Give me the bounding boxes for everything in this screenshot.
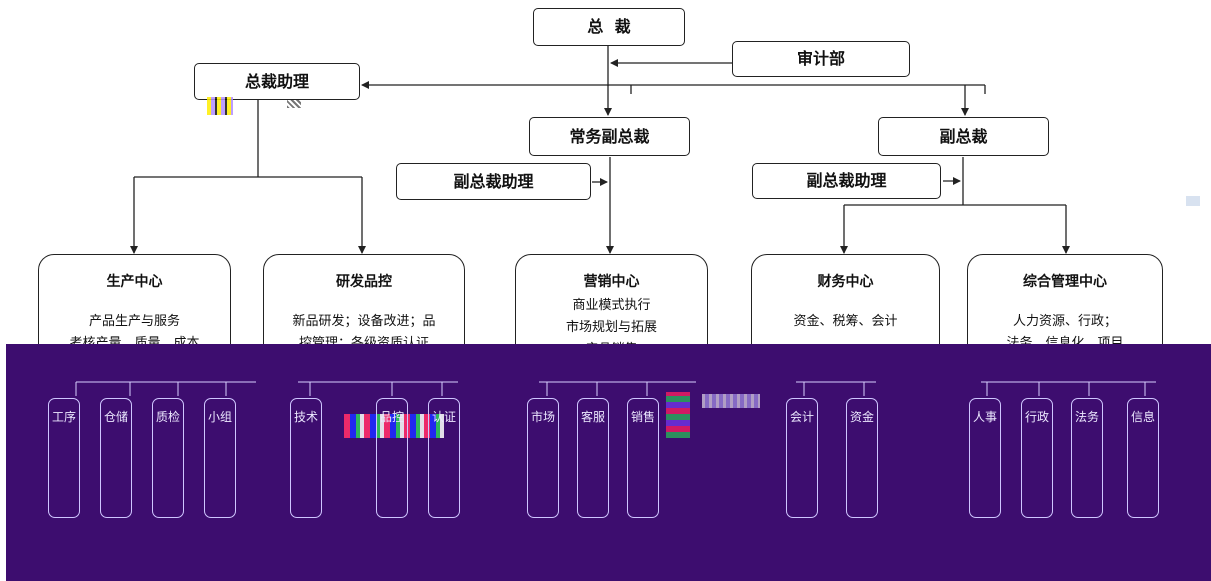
dept-line: 商业模式执行 xyxy=(572,298,651,313)
sub-unit-box: 会计 xyxy=(786,398,818,518)
vp-box: 副总裁 xyxy=(878,117,1049,156)
sub-unit-box: 信息 xyxy=(1127,398,1159,518)
vp-assistant-box: 副总裁助理 xyxy=(752,163,941,199)
ceo-assistant-label: 总裁助理 xyxy=(244,71,309,91)
dept-title: 生产中心 xyxy=(106,274,163,290)
ceo-label: 总 裁 xyxy=(587,17,631,36)
dept-gap xyxy=(39,303,230,311)
dept-gap xyxy=(264,303,464,311)
sub-unit-box: 人事 xyxy=(969,398,1001,518)
dept-line: 产品生产与服务 xyxy=(88,314,180,329)
dept-title: 财务中心 xyxy=(817,274,874,290)
sub-unit-box: 市场 xyxy=(527,398,559,518)
dept-title: 研发品控 xyxy=(336,274,392,290)
executive-vp-label: 常务副总裁 xyxy=(569,126,650,146)
executive-vp-assistant-label: 副总裁助理 xyxy=(453,171,534,191)
dept-title: 营销中心 xyxy=(583,274,640,290)
sub-unit-box: 仓储 xyxy=(100,398,132,518)
sub-unit-box: 品控 xyxy=(376,398,408,518)
dept-line: 人力资源、行政； xyxy=(1012,314,1117,329)
sub-unit-box: 技术 xyxy=(290,398,322,518)
dept-line: 新品研发；设备改进；品 xyxy=(292,314,436,329)
sub-unit-box: 行政 xyxy=(1021,398,1053,518)
executive-vp-box: 常务副总裁 xyxy=(529,117,690,156)
glitch-artifact xyxy=(1186,196,1200,206)
sub-unit-box: 认证 xyxy=(428,398,460,518)
dept-gap xyxy=(752,303,939,311)
dept-line: 市场规划与拓展 xyxy=(565,320,657,335)
ceo-assistant-box: 总裁助理 xyxy=(194,63,360,100)
vp-label: 副总裁 xyxy=(939,126,988,146)
glitch-artifact xyxy=(207,97,233,115)
dept-gap xyxy=(968,303,1162,311)
vp-assistant-label: 副总裁助理 xyxy=(806,171,887,190)
sub-unit-box: 销售 xyxy=(627,398,659,518)
sub-connector-lines xyxy=(75,381,1156,396)
sub-unit-box: 小组 xyxy=(204,398,236,518)
glitch-artifact xyxy=(344,414,444,438)
executive-vp-assistant-box: 副总裁助理 xyxy=(396,163,591,200)
audit-label: 审计部 xyxy=(796,49,845,68)
sub-unit-box: 质检 xyxy=(152,398,184,518)
dept-line: 资金、税筹、会计 xyxy=(793,314,898,329)
sub-unit-box: 工序 xyxy=(48,398,80,518)
ceo-box: 总 裁 xyxy=(533,8,685,46)
dept-title: 综合管理中心 xyxy=(1023,274,1107,290)
glitch-artifact xyxy=(666,392,690,438)
sub-unit-box: 客服 xyxy=(577,398,609,518)
sub-unit-box: 资金 xyxy=(846,398,878,518)
glitch-artifact xyxy=(702,394,760,408)
sub-unit-box: 法务 xyxy=(1071,398,1103,518)
audit-box: 审计部 xyxy=(732,41,910,77)
glitch-artifact xyxy=(287,100,301,108)
